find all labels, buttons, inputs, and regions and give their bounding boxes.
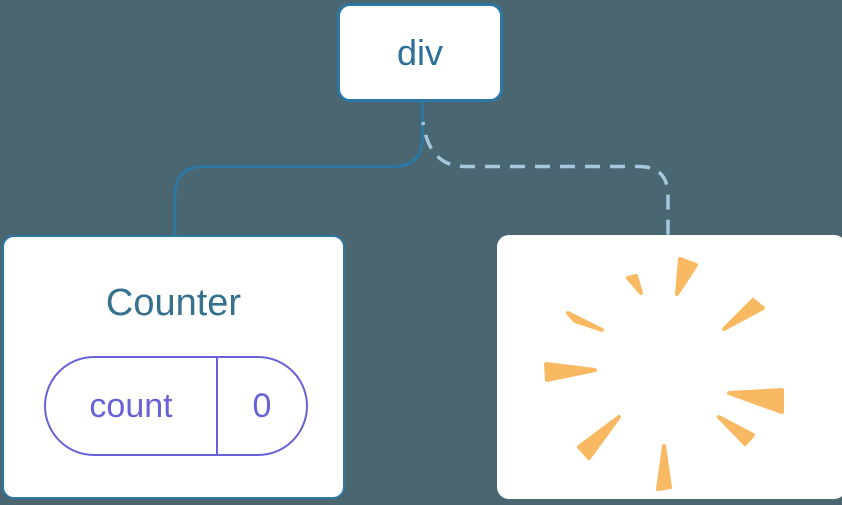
state-pill: count 0 [44,356,308,456]
state-value-label: 0 [216,358,306,454]
dashed-connector-line [421,121,670,237]
poof-burst-icon [544,257,784,491]
root-node-div: div [337,3,503,102]
solid-connector-line [173,101,424,236]
removed-component-card [497,235,842,499]
component-title: Counter [105,282,242,324]
root-node-label: div [396,31,444,73]
counter-component-card: Counter count 0 [2,235,345,499]
state-key-label: count [89,386,173,425]
